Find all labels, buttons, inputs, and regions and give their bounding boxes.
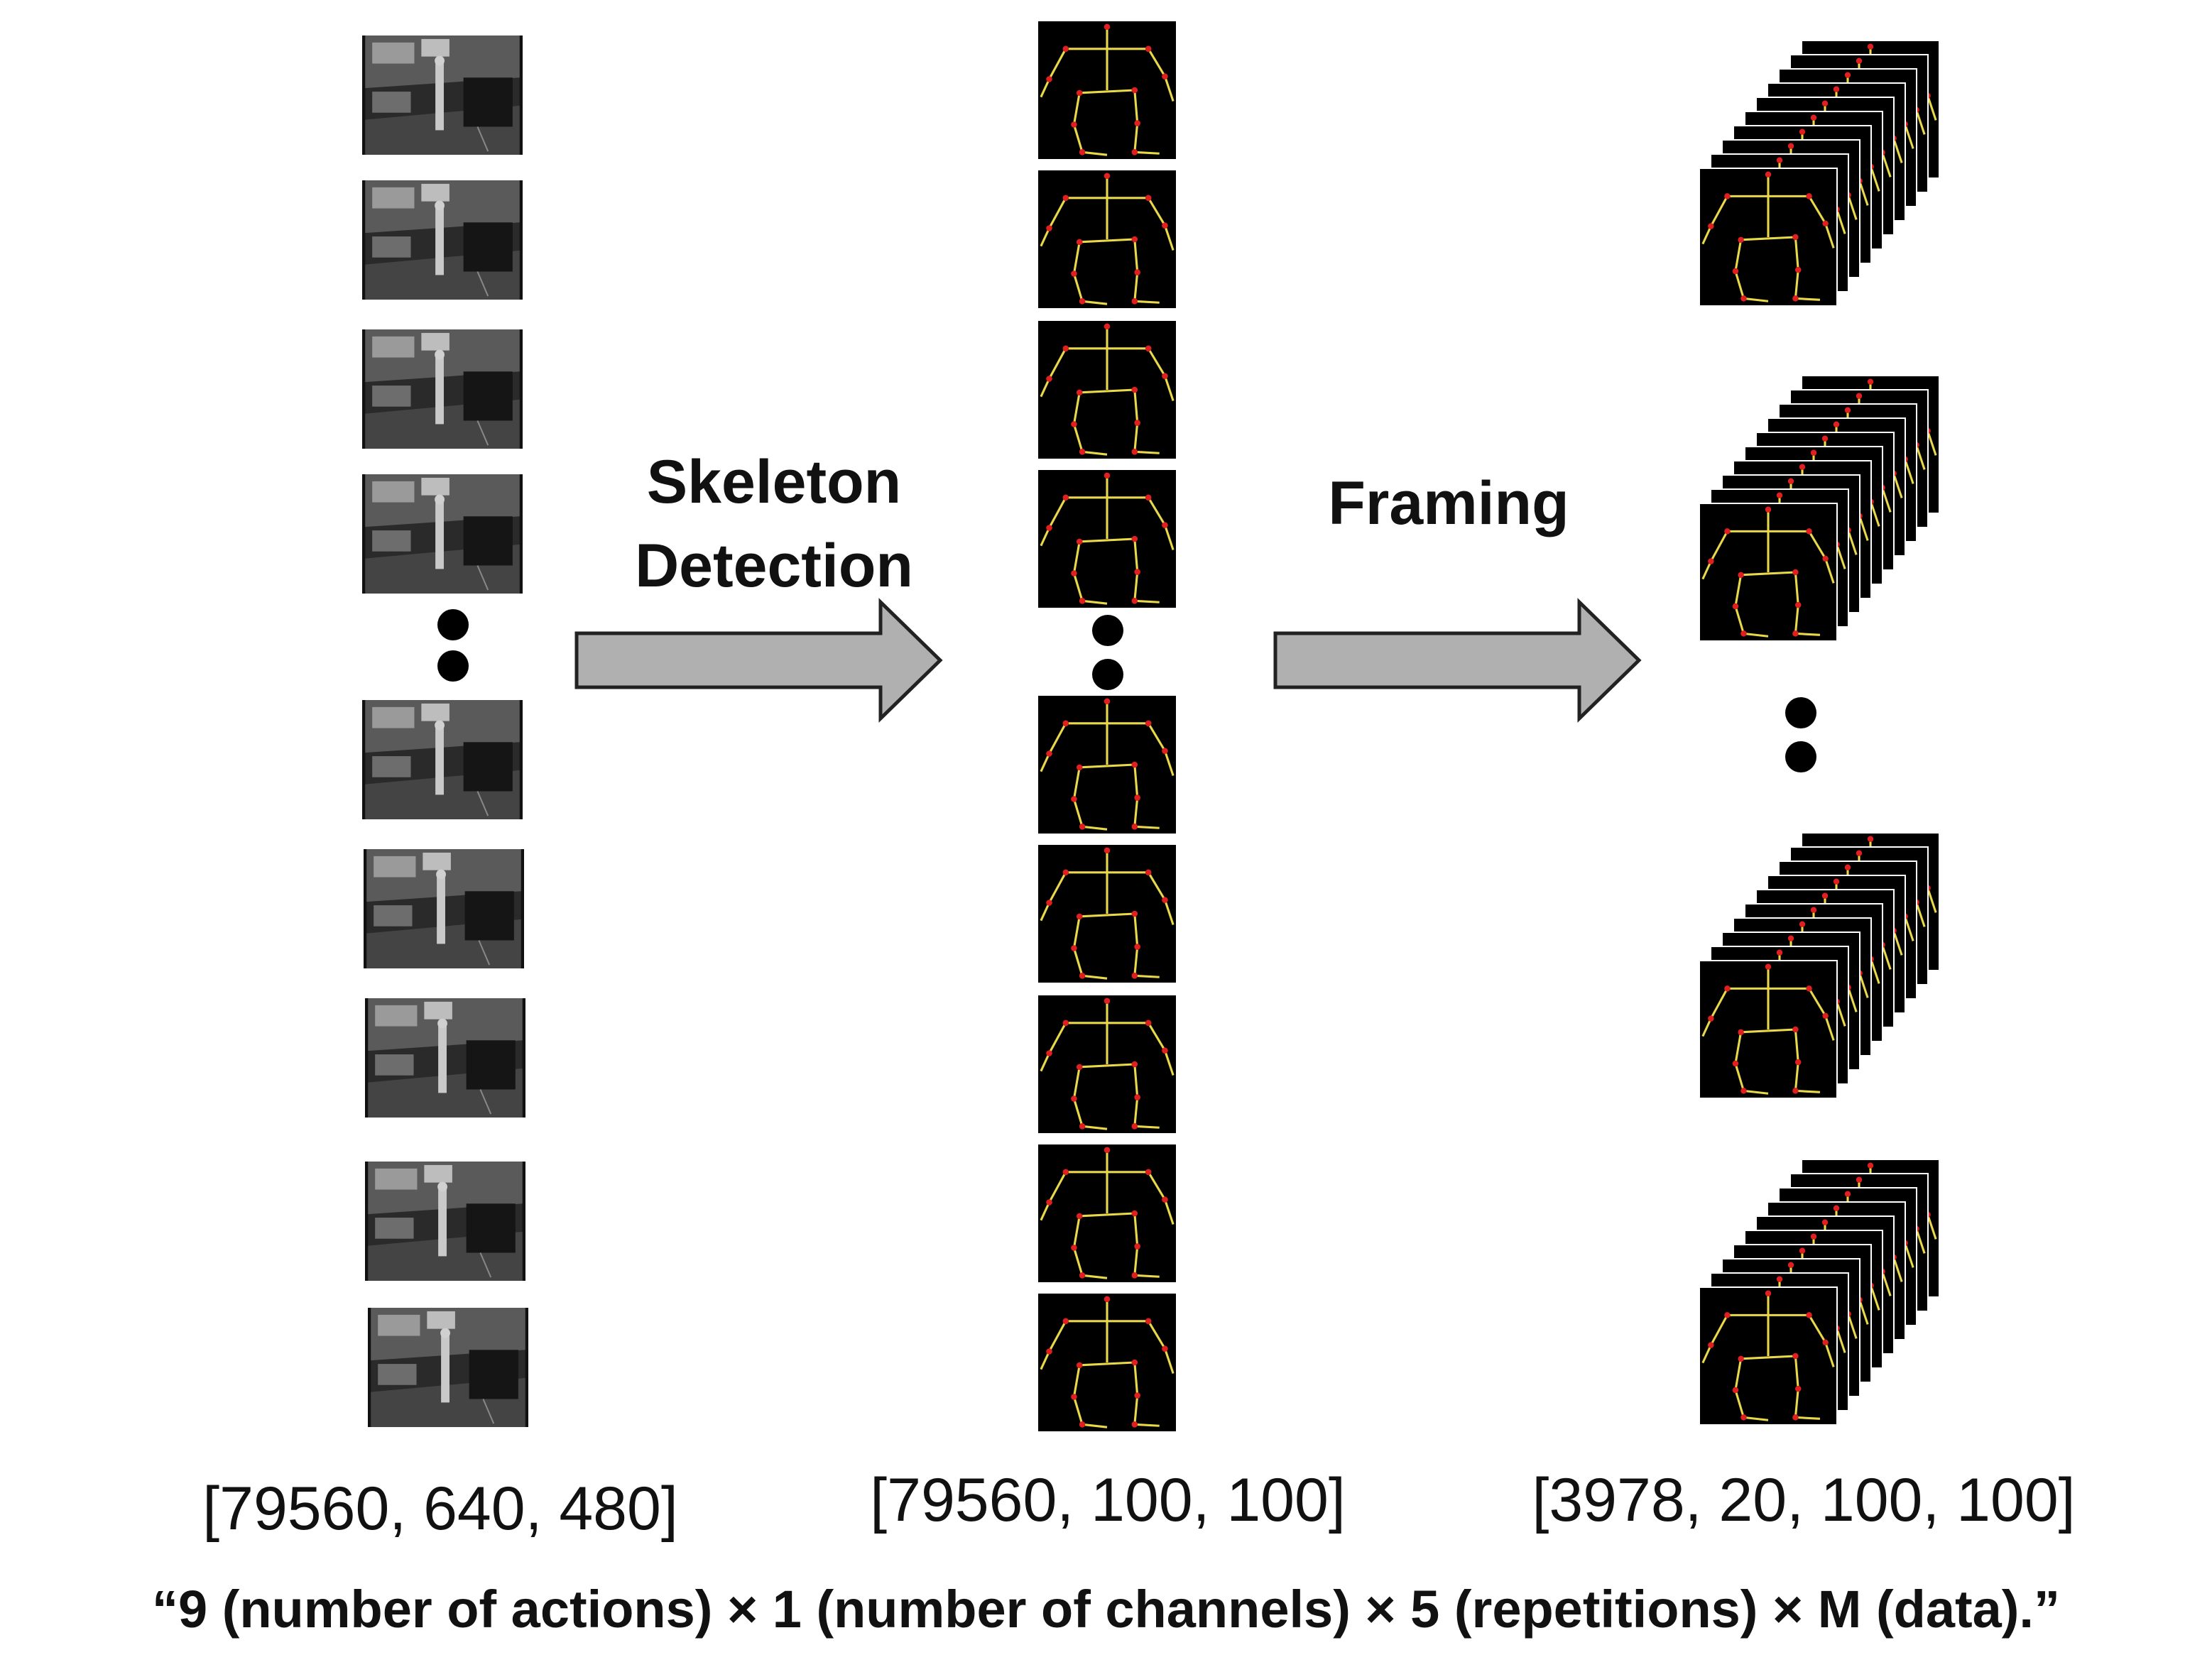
raw-frame — [362, 700, 523, 819]
formula-caption: “9 (number of actions) × 1 (number of ch… — [152, 1580, 2060, 1639]
framed-stack — [1699, 26, 1954, 310]
stack-layer — [1699, 1286, 1838, 1426]
ellipsis-vertical-icon — [1092, 659, 1123, 690]
skeleton-frame — [1038, 995, 1176, 1133]
skeleton-frame — [1038, 321, 1176, 459]
framing-label: Framing — [1328, 469, 1569, 537]
ellipsis-vertical-icon — [1785, 741, 1816, 772]
raw-frame — [364, 849, 524, 968]
stack-layer — [1699, 168, 1838, 307]
skeleton-shape-label: [79560, 100, 100] — [870, 1466, 1346, 1534]
skeleton-frame — [1038, 21, 1176, 159]
right-arrow-icon — [1273, 598, 1642, 723]
skeleton-frame — [1038, 470, 1176, 608]
raw-frame — [365, 998, 525, 1118]
skeleton-frame — [1038, 845, 1176, 983]
ellipsis-vertical-icon — [437, 609, 469, 640]
framed-stack — [1699, 361, 1954, 645]
ellipsis-vertical-icon — [437, 650, 469, 682]
skeleton-frame — [1038, 1144, 1176, 1282]
raw-frame — [362, 329, 523, 449]
skeleton-frame — [1038, 1294, 1176, 1431]
stack-layer — [1699, 503, 1838, 642]
raw-frame — [365, 1162, 525, 1281]
framed-shape-label: [3978, 20, 100, 100] — [1532, 1466, 2076, 1534]
raw-shape-label: [79560, 640, 480] — [202, 1475, 678, 1543]
raw-frame — [362, 180, 523, 300]
right-arrow-icon — [574, 598, 943, 723]
ellipsis-vertical-icon — [1092, 615, 1123, 646]
raw-frame — [368, 1308, 528, 1427]
stack-layer — [1699, 960, 1838, 1099]
skeleton-frame — [1038, 170, 1176, 308]
raw-frame — [362, 35, 523, 155]
ellipsis-vertical-icon — [1785, 697, 1816, 728]
skeleton-detection-label: Skeleton Detection — [635, 448, 913, 600]
raw-frame — [362, 474, 523, 594]
skeleton-frame — [1038, 696, 1176, 834]
framed-stack — [1699, 1144, 1954, 1428]
framed-stack — [1699, 818, 1954, 1102]
